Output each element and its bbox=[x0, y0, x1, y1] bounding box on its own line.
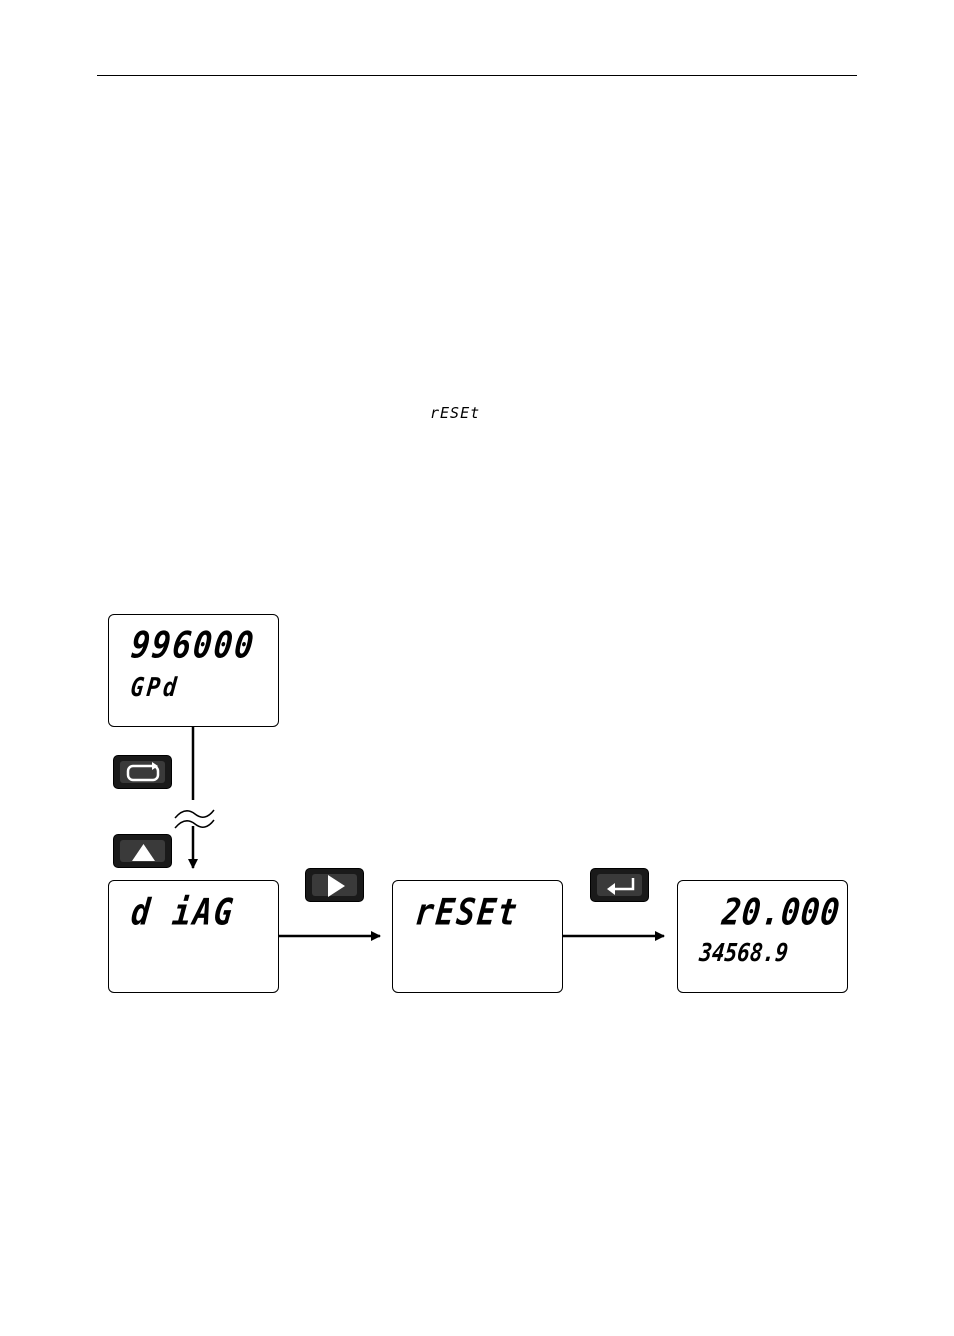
break-mark-lower bbox=[175, 820, 214, 828]
display-result-top: 20.000 bbox=[720, 892, 842, 934]
break-mark-upper bbox=[175, 810, 214, 818]
display-main: 996000 GPd bbox=[108, 614, 279, 727]
display-diag-top: d iAG bbox=[129, 892, 237, 934]
menu-key-icon[interactable] bbox=[113, 755, 172, 789]
display-diag: d iAG bbox=[108, 880, 279, 993]
menu-loop-icon bbox=[114, 756, 173, 790]
display-result-bottom: 34568.9 bbox=[698, 939, 789, 967]
right-triangle-icon bbox=[306, 869, 365, 903]
display-reset: rESEt bbox=[392, 880, 563, 993]
up-arrow-key-icon[interactable] bbox=[113, 834, 172, 868]
right-arrow-key-icon[interactable] bbox=[305, 868, 364, 902]
enter-return-icon bbox=[591, 869, 650, 903]
enter-key-icon[interactable] bbox=[590, 868, 649, 902]
display-reset-top: rESEt bbox=[413, 892, 521, 934]
display-main-top: 996000 bbox=[129, 625, 257, 667]
up-triangle-icon bbox=[114, 835, 173, 869]
display-main-bottom: GPd bbox=[129, 674, 181, 704]
display-result: 20.000 34568.9 bbox=[677, 880, 848, 993]
